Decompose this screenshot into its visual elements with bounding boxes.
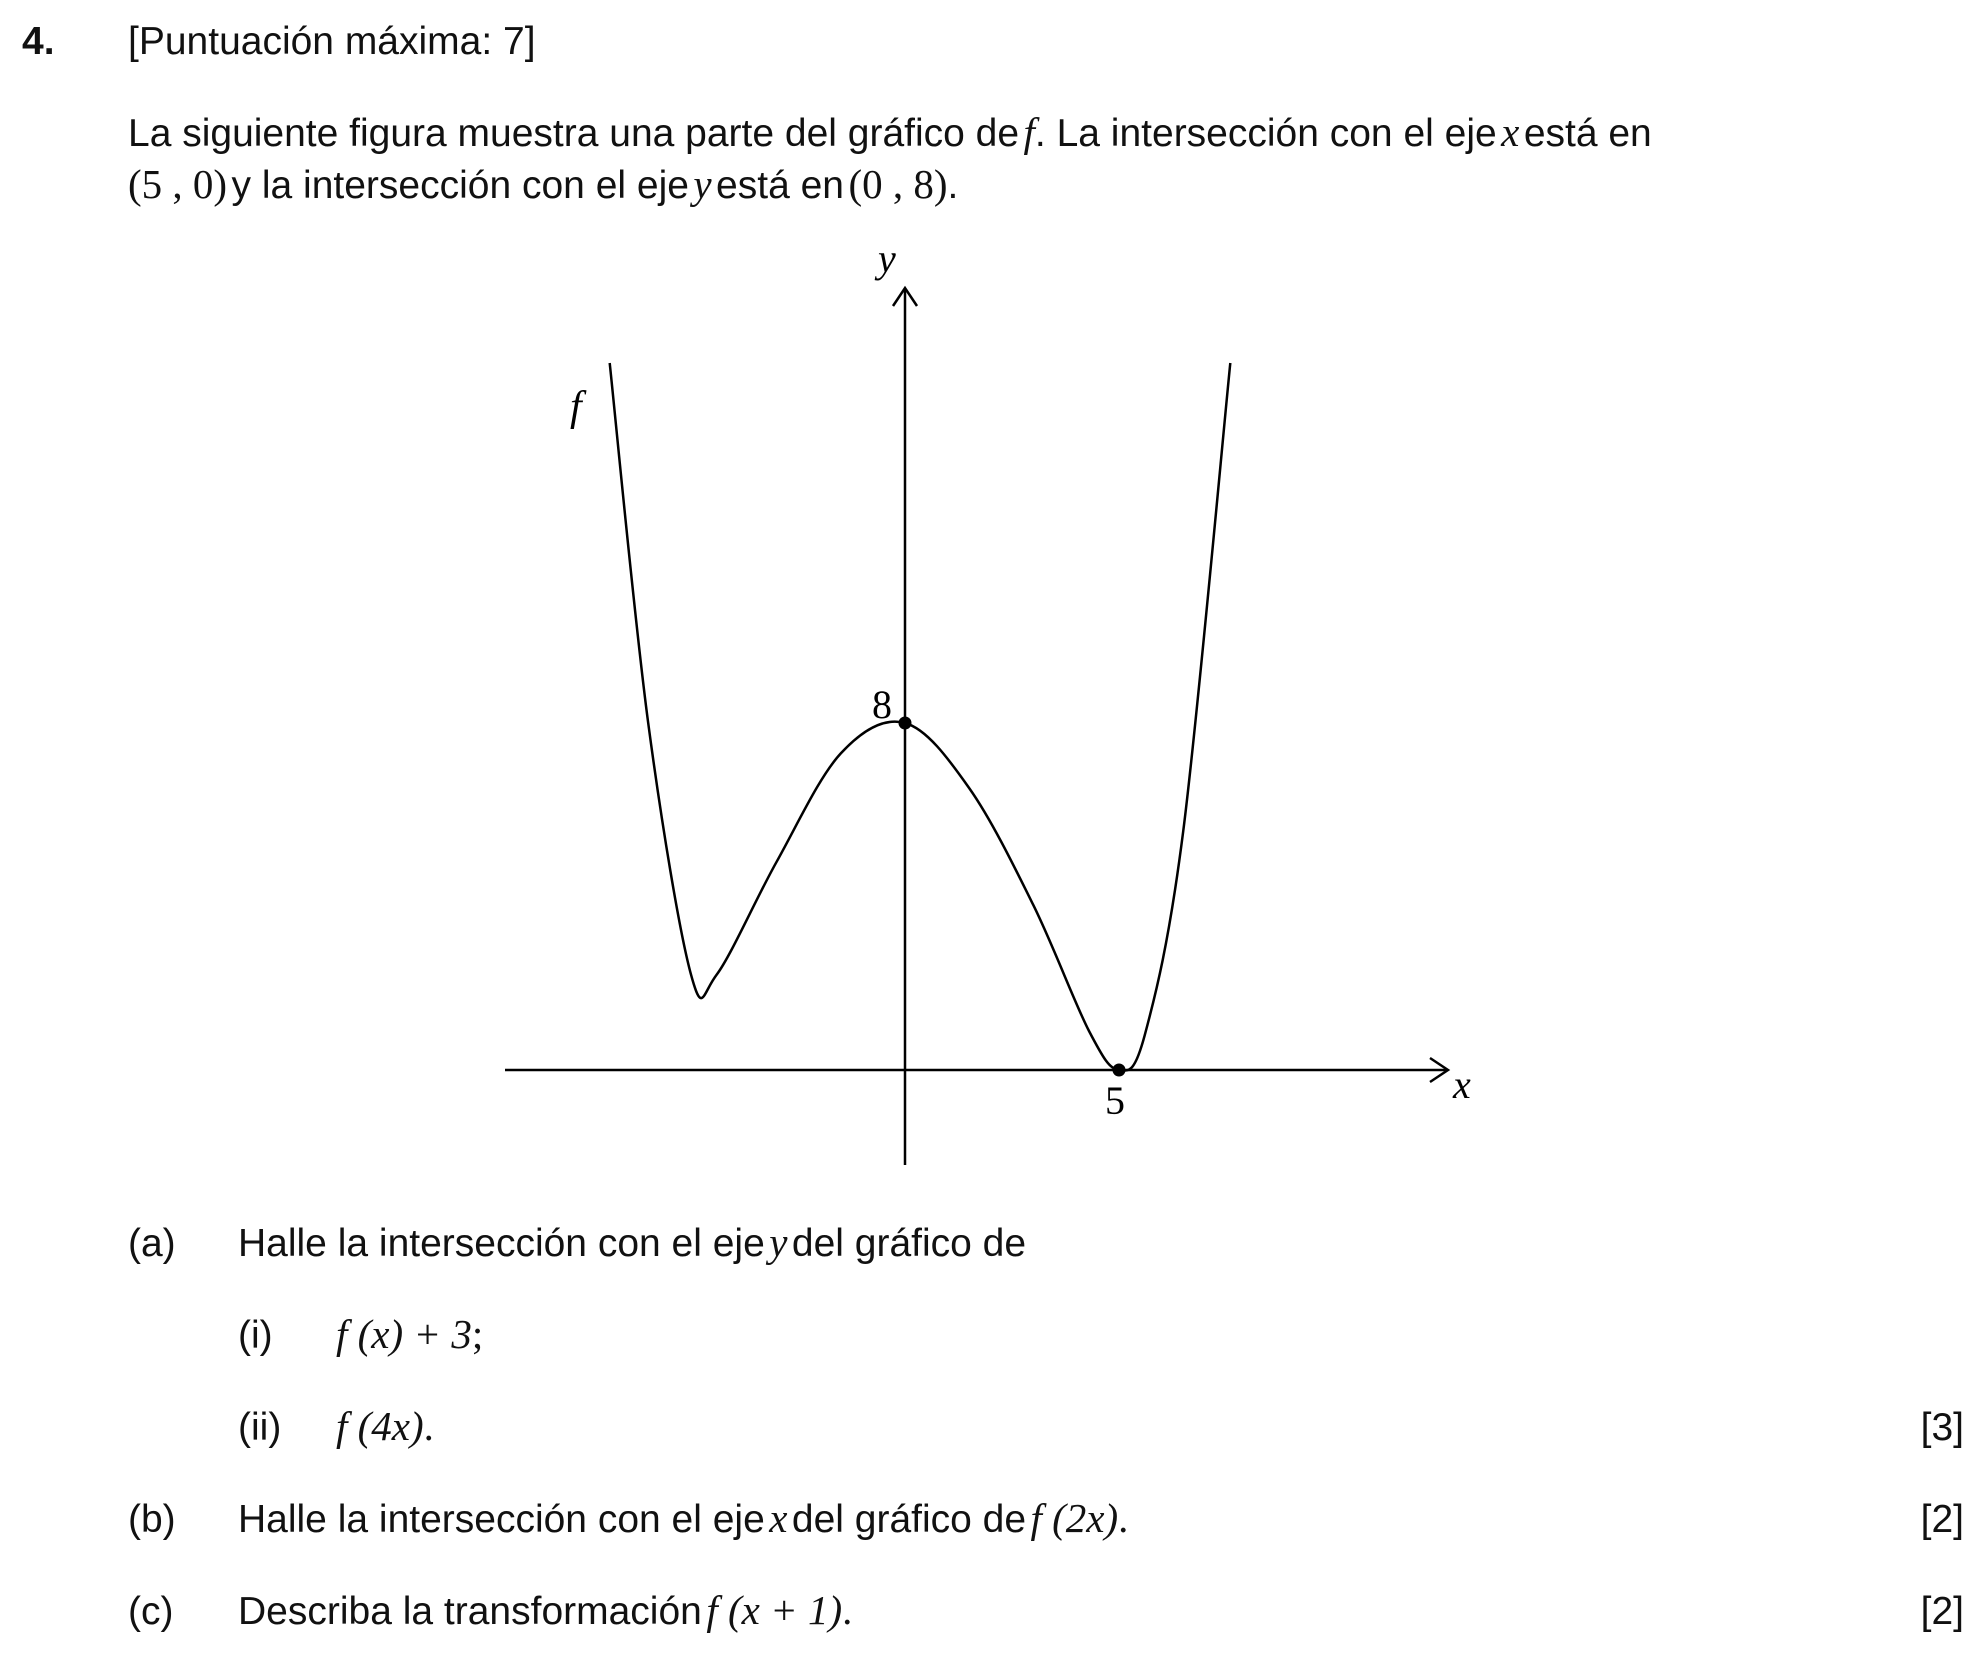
part-b-label: (b) <box>128 1498 176 1541</box>
intro-text: . La intersección con el eje <box>1034 112 1497 155</box>
expr-f-4x: f (4x) <box>336 1403 424 1449</box>
part-b-marks: [2] <box>1920 1498 1964 1541</box>
expr-end: . <box>842 1587 853 1633</box>
point-x-intercept <box>1112 1063 1126 1077</box>
part-a-i-label: (i) <box>238 1314 273 1357</box>
expr-end: . <box>423 1403 434 1449</box>
x-axis-label: x <box>1452 1062 1471 1107</box>
part-a-text-1: Halle la intersección con el eje <box>238 1222 765 1265</box>
expr-f-x-plus-3: f (x) + 3 <box>336 1311 472 1357</box>
intro-point-0-8: (0 , 8) <box>848 161 948 207</box>
intro-text: La siguiente figura muestra una parte de… <box>128 112 1020 155</box>
intro-f: f <box>1023 109 1035 155</box>
part-a-label: (a) <box>128 1222 176 1265</box>
part-c-text: Describa la transformación f (x + 1). <box>238 1586 852 1634</box>
curve-label-f: f <box>570 384 587 430</box>
part-a-ii-expr: f (4x). <box>336 1402 434 1450</box>
intro-text: . <box>947 164 959 207</box>
part-b-text: Halle la intersección con el eje x del g… <box>238 1494 1128 1542</box>
intro-line-1: La siguiente figura muestra una parte de… <box>128 108 1652 156</box>
max-marks: [Puntuación máxima: 7] <box>128 20 536 63</box>
part-c-marks: [2] <box>1920 1590 1964 1633</box>
intro-y: y <box>693 161 712 207</box>
expr-f-x-plus-1: f (x + 1) <box>706 1587 843 1633</box>
expr-end: ; <box>471 1311 484 1357</box>
intro-text: está en <box>716 164 844 207</box>
intro-text: y la intersección con el eje <box>231 164 689 207</box>
expr-f-2x: f (2x) <box>1030 1495 1119 1541</box>
part-a-text: Halle la intersección con el eje y del g… <box>238 1218 1026 1266</box>
part-c-label: (c) <box>128 1590 174 1633</box>
point-y-intercept <box>898 716 912 730</box>
curve-f <box>608 362 1232 1072</box>
part-a-ii-label: (ii) <box>238 1406 282 1449</box>
part-b-text-1: Halle la intersección con el eje <box>238 1498 765 1541</box>
question-number: 4. <box>22 20 55 63</box>
part-a-text-2: del gráfico de <box>791 1222 1027 1265</box>
part-b-text-2: del gráfico de <box>791 1498 1027 1541</box>
part-c-text-1: Describa la transformación <box>238 1590 702 1633</box>
y-axis-label: y <box>874 236 896 281</box>
part-a-marks: [3] <box>1920 1406 1964 1449</box>
intro-point-5-0: (5 , 0) <box>128 161 228 207</box>
y-axis-arrowhead <box>891 285 919 307</box>
expr-end: . <box>1118 1495 1129 1541</box>
intro-x: x <box>1501 109 1520 155</box>
part-b-x: x <box>769 1495 788 1541</box>
intro-line-2: (5 , 0) y la intersección con el eje y e… <box>128 160 958 208</box>
x-intercept-label: 5 <box>1105 1078 1125 1123</box>
part-a-i-expr: f (x) + 3; <box>336 1310 483 1358</box>
intro-text: está en <box>1523 112 1652 155</box>
y-intercept-label: 8 <box>872 682 892 727</box>
part-a-y: y <box>769 1219 788 1265</box>
x-axis-arrowhead <box>1429 1056 1451 1084</box>
